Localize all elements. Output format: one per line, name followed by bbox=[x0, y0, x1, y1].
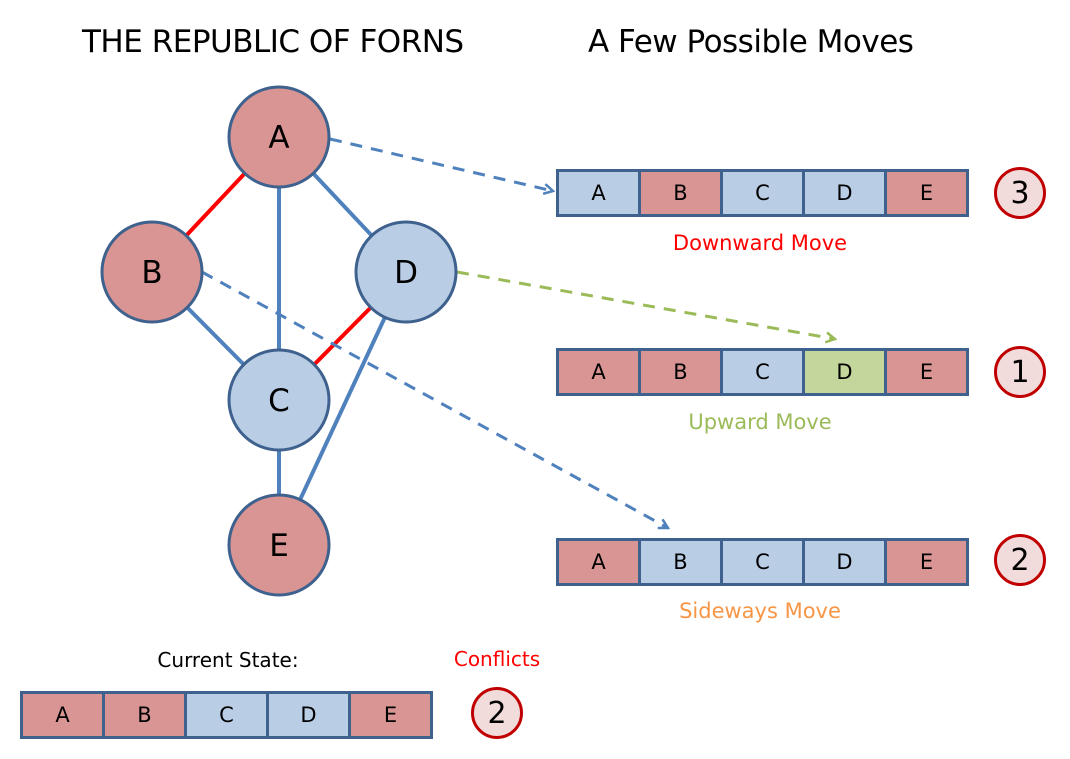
current-state-label: Current State: bbox=[157, 648, 299, 672]
state-cell-b: B bbox=[641, 351, 720, 393]
state-cell-e: E bbox=[887, 541, 966, 583]
move-arrow-b bbox=[201, 270, 668, 530]
state-cell-e: E bbox=[887, 351, 966, 393]
upward-conflicts-badge: 1 bbox=[994, 346, 1046, 398]
state-cell-e: E bbox=[351, 694, 430, 736]
conflicts-heading: Conflicts bbox=[453, 647, 541, 671]
state-cell-b: B bbox=[641, 172, 720, 214]
node-circle bbox=[227, 493, 331, 597]
state-cell-d: D bbox=[805, 172, 884, 214]
state-cell-c: C bbox=[723, 541, 802, 583]
state-cell-c: C bbox=[723, 172, 802, 214]
node-circle bbox=[100, 220, 204, 324]
sideways-move-label: Sideways Move bbox=[679, 599, 841, 623]
conflict-count: 2 bbox=[1010, 542, 1030, 578]
node-b: B bbox=[100, 220, 204, 324]
state-cell-a: A bbox=[23, 694, 102, 736]
conflict-count: 1 bbox=[1010, 354, 1030, 390]
node-circle bbox=[354, 220, 458, 324]
state-cell-b: B bbox=[641, 541, 720, 583]
state-cell-d: D bbox=[805, 541, 884, 583]
move-arrow-d bbox=[456, 270, 835, 339]
node-a: A bbox=[227, 85, 331, 189]
moves-title: A Few Possible Moves bbox=[588, 24, 914, 60]
state-cell-c: C bbox=[723, 351, 802, 393]
state-cell-a: A bbox=[559, 541, 638, 583]
node-c: C bbox=[227, 348, 331, 452]
upward-move-label: Upward Move bbox=[688, 410, 832, 434]
node-label: C bbox=[268, 383, 290, 419]
node-circle bbox=[227, 85, 331, 189]
state-cell-c: C bbox=[187, 694, 266, 736]
state-cell-b: B bbox=[105, 694, 184, 736]
node-e: E bbox=[227, 493, 331, 597]
downward-move-label: Downward Move bbox=[672, 231, 848, 255]
node-circle bbox=[227, 348, 331, 452]
graph-title: THE REPUBLIC OF FORNS bbox=[82, 24, 464, 60]
node-label: B bbox=[141, 255, 162, 291]
state-cell-a: A bbox=[559, 172, 638, 214]
conflict-count: 2 bbox=[487, 695, 507, 731]
state-cell-d: D bbox=[805, 351, 884, 393]
current-conflicts-badge: 2 bbox=[471, 687, 523, 739]
downward-conflicts-badge: 3 bbox=[994, 167, 1046, 219]
move-arrow-a bbox=[329, 137, 553, 191]
node-label: D bbox=[394, 255, 418, 291]
state-cell-a: A bbox=[559, 351, 638, 393]
state-cell-d: D bbox=[269, 694, 348, 736]
state-cell-e: E bbox=[887, 172, 966, 214]
node-d: D bbox=[354, 220, 458, 324]
node-label: E bbox=[269, 528, 289, 564]
node-label: A bbox=[268, 120, 289, 156]
sideways-conflicts-badge: 2 bbox=[994, 534, 1046, 586]
conflict-count: 3 bbox=[1010, 175, 1030, 211]
